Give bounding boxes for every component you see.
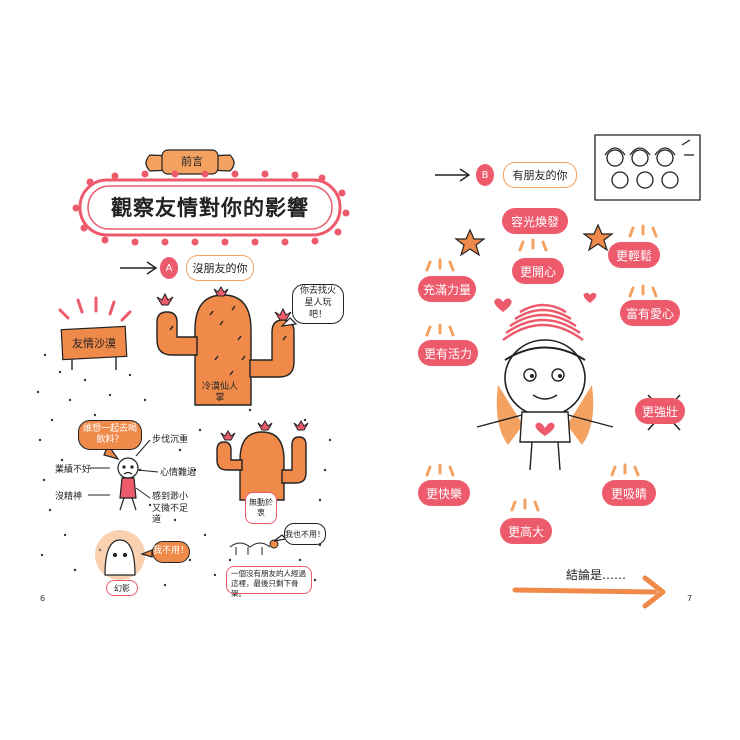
- trait-happy: 更快樂: [418, 480, 470, 506]
- drink-speech-bubble: 誰想一起去喝飲料？: [78, 420, 142, 450]
- section-b-label: 有朋友的你: [503, 162, 577, 188]
- signpost-label: 友情沙漠: [72, 337, 116, 350]
- cactus-label-1: 冷漠仙人掌: [201, 382, 238, 403]
- section-a-badge: A: [160, 257, 178, 279]
- note-heavy-steps: 步伐沉重: [152, 435, 189, 445]
- cactus-speech-bubble: 你去找火星人玩吧！: [292, 284, 344, 324]
- trait-taller: 更高大: [500, 518, 552, 544]
- page-title: 觀察友情對你的影響: [111, 196, 309, 220]
- ghost-label: 幻影: [106, 580, 138, 596]
- sad-person: [117, 457, 139, 511]
- left-page-drawings: [36, 149, 350, 592]
- big-cactus: [156, 294, 295, 406]
- preface-label: 前言: [181, 155, 203, 168]
- left-page-number: 6: [40, 594, 46, 603]
- signpost: [58, 296, 132, 370]
- happy-character: [476, 339, 614, 471]
- glow-lines: [502, 303, 584, 342]
- trait-happier: 更開心: [512, 258, 564, 284]
- note-arrows: [88, 439, 159, 499]
- friends-picture: [594, 134, 701, 201]
- trait-eye-catching: 更吸睛: [602, 480, 656, 506]
- right-page-drawings: [425, 134, 701, 609]
- trait-energetic: 更有活力: [418, 340, 478, 366]
- ghost: [95, 530, 145, 580]
- sparkle-rays: [425, 224, 658, 512]
- cactus-flowers: [156, 286, 292, 321]
- note-no-energy: 沒精神: [55, 492, 83, 502]
- trait-full-of-power: 充滿力量: [418, 276, 476, 302]
- cactus-label-2: 無動於衷: [245, 492, 277, 524]
- trait-relaxed: 更輕鬆: [608, 242, 660, 268]
- small-cactus: [216, 431, 307, 501]
- arrow-a: [120, 261, 158, 275]
- speech-tail-cactus: [280, 317, 298, 327]
- right-page-number: 7: [687, 594, 693, 603]
- trait-caring: 富有愛心: [620, 300, 680, 326]
- hearts: [494, 292, 597, 312]
- note-sad: 心情難過: [160, 468, 197, 478]
- ghost-speech-bubble: 我不用！: [152, 541, 190, 563]
- animal-speech-bubble: 我也不用！: [284, 523, 326, 545]
- conclusion-text: 結論是……: [566, 568, 627, 582]
- skeleton-caption: 一個沒有朋友的人經過這裡，最後只剩下骨架。: [226, 566, 312, 598]
- note-small: 感到渺小又微不足道: [152, 492, 189, 526]
- stars: [454, 223, 614, 257]
- skeleton-animal: [229, 539, 279, 555]
- trait-stronger: 更強壯: [635, 398, 685, 424]
- section-b-badge: B: [476, 164, 494, 186]
- trait-radiant: 容光煥發: [502, 208, 568, 234]
- section-a-label: 沒朋友的你: [186, 255, 254, 281]
- arrow-b: [435, 168, 471, 182]
- preface-ribbon: [145, 149, 235, 175]
- title-frame: [72, 170, 350, 246]
- conclusion-arrow: [512, 575, 666, 609]
- note-bad-sales: 業績不好: [55, 465, 92, 475]
